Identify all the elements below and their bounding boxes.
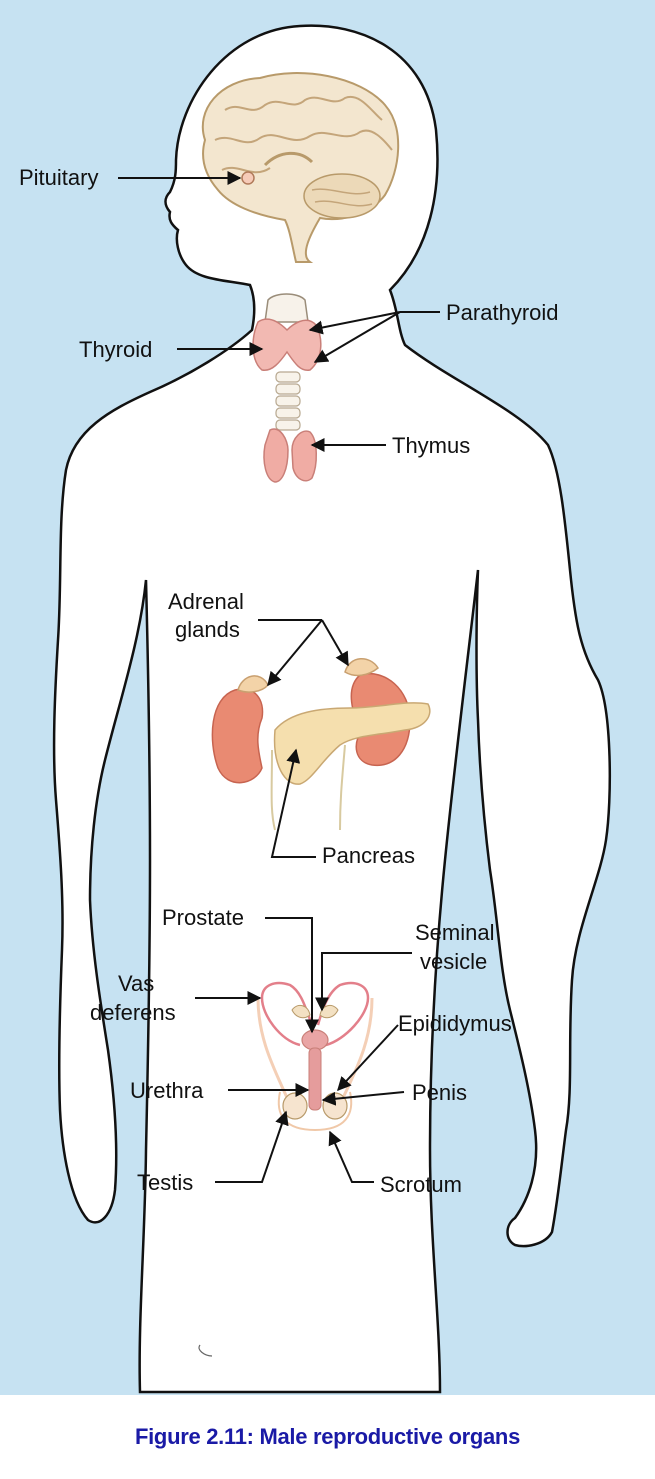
label-penis: Penis (412, 1080, 467, 1105)
left-testis (282, 1092, 308, 1120)
label-adrenal-line1: Adrenal (168, 589, 244, 614)
brain (201, 72, 400, 263)
label-pancreas: Pancreas (322, 843, 415, 868)
scrotum-outline (277, 1091, 353, 1132)
right-testis (322, 1092, 348, 1120)
left-kidney (211, 688, 264, 784)
abdomen-organs (211, 658, 431, 831)
prostate-gland (301, 1029, 329, 1051)
labels: Pituitary Parathyroid Thyroid Thymus Adr… (19, 165, 559, 1197)
label-thymus: Thymus (392, 433, 470, 458)
leader-lines (118, 171, 440, 1183)
label-adrenal-line2: glands (175, 617, 240, 642)
label-parathyroid: Parathyroid (446, 300, 559, 325)
penis-shaft (308, 1047, 322, 1111)
figure-caption: Figure 2.11: Male reproductive organs (134, 1424, 521, 1449)
label-epididymus: Epididymus (398, 1011, 512, 1036)
label-vas-line2: deferens (90, 1000, 176, 1025)
thyroid-gland (252, 318, 322, 371)
label-prostate: Prostate (162, 905, 244, 930)
label-seminal-line2: vesicle (420, 949, 487, 974)
right-adrenal (344, 658, 379, 677)
pancreas-organ (273, 702, 431, 785)
label-urethra: Urethra (130, 1078, 204, 1103)
label-pituitary: Pituitary (19, 165, 98, 190)
neck-organs (252, 293, 322, 483)
label-thyroid: Thyroid (79, 337, 152, 362)
label-vas-line1: Vas (118, 971, 154, 996)
pituitary-gland (241, 171, 255, 185)
stray-mark (198, 1344, 213, 1357)
label-testis: Testis (137, 1170, 193, 1195)
label-seminal-line1: Seminal (415, 920, 494, 945)
label-scrotum: Scrotum (380, 1172, 462, 1197)
thymus-gland (263, 428, 317, 483)
